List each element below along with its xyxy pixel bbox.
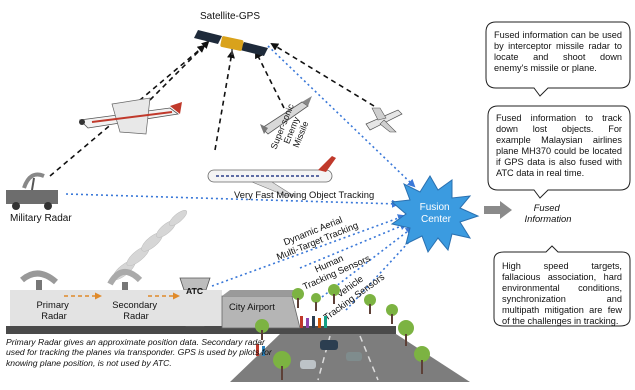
people-group — [256, 316, 327, 356]
propeller-plane-icon — [79, 97, 182, 135]
primary-radar-icon — [20, 270, 58, 290]
fusion-center-burst — [390, 175, 480, 254]
fused-output-arrow — [484, 201, 512, 219]
atc-label: ATC — [186, 286, 203, 296]
aerial-tracking-label: Dynamic Aerial Multi-Target Tracking — [271, 209, 360, 262]
satellite-icon — [194, 30, 268, 56]
vehicles — [300, 340, 362, 369]
missile-label: Super-sonic Enemy Missile — [269, 100, 316, 158]
very-fast-tracking-label: Very Fast Moving Object Tracking — [234, 189, 374, 200]
primary-radar-label: Primary Radar — [37, 299, 72, 321]
callout-bubble-2 — [487, 105, 631, 199]
airliner-icon — [207, 156, 336, 197]
trees — [255, 284, 430, 380]
callout-challenges-text: High speed targets, fallacious associati… — [502, 261, 622, 326]
callout-bubble-3 — [493, 245, 631, 327]
jet-plane-icon — [365, 107, 403, 133]
gps-links — [49, 40, 375, 177]
military-radar-icon — [6, 172, 58, 210]
city-airport-building — [221, 290, 301, 329]
radar-row-background — [10, 290, 222, 326]
secondary-radar-label: Secondary Radar — [112, 299, 159, 321]
callout-lost-objects-text: Fused information to track down lost obj… — [496, 113, 622, 178]
callout-bubble-1 — [485, 21, 631, 97]
fusion-center-label: Fusion Center — [420, 202, 453, 225]
caption-text: Primary Radar gives an approximate posit… — [6, 337, 272, 368]
missile-icon — [260, 96, 312, 135]
city-airport-label: City Airport — [229, 301, 275, 312]
fused-information-label: Fused Information — [525, 202, 572, 224]
callout-interceptor-text: Fused information can be used by interce… — [494, 30, 622, 73]
military-radar-label: Military Radar — [10, 213, 72, 224]
satellite-label: Satellite-GPS — [200, 11, 260, 22]
secondary-radar-icon — [107, 269, 143, 292]
